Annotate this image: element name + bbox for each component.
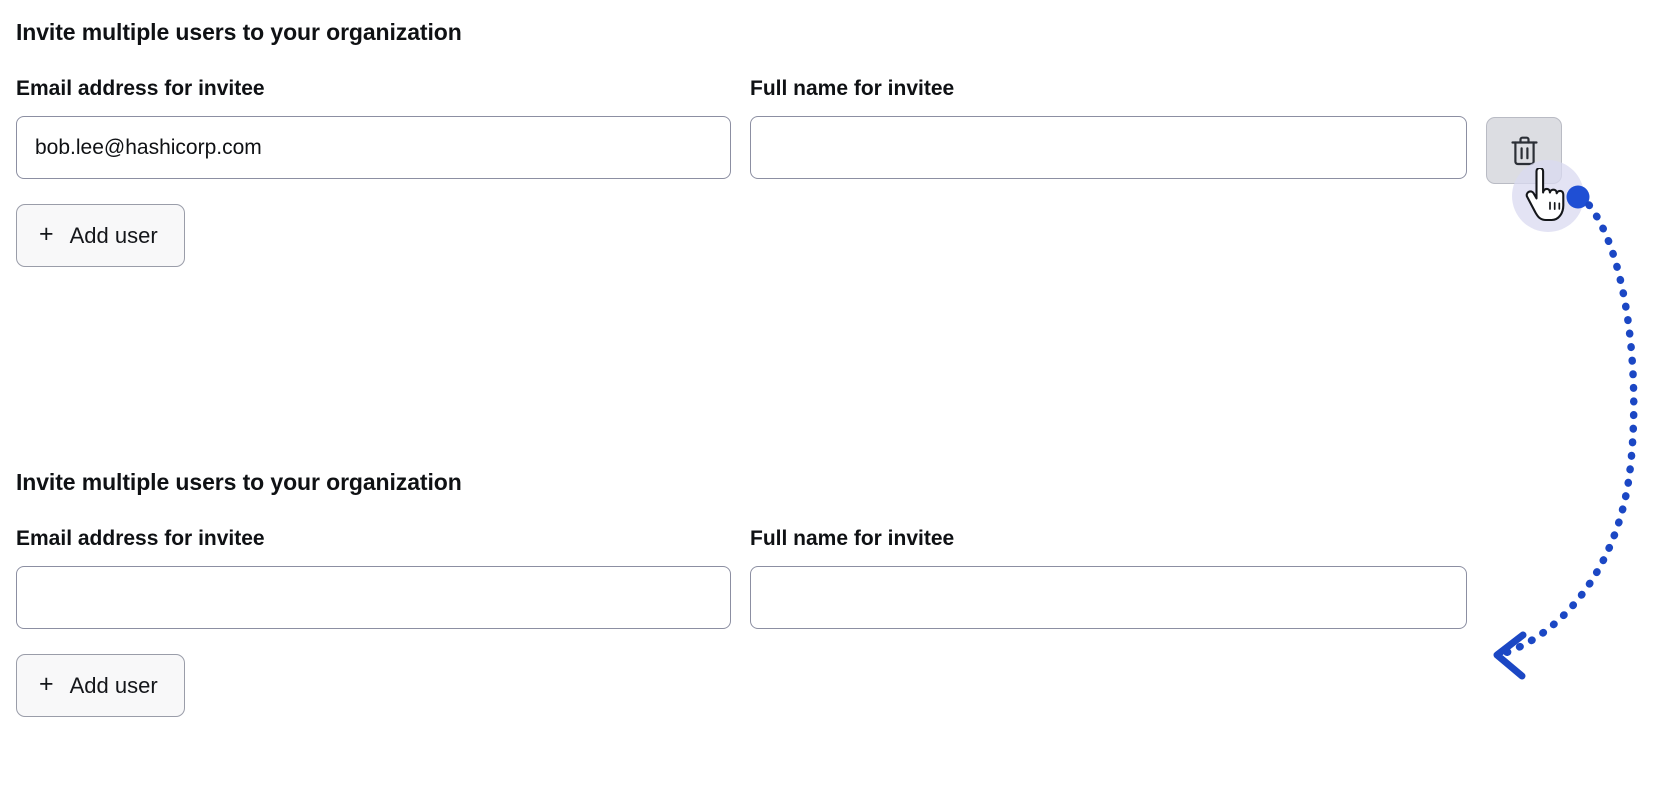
invitee-field-row-2: Email address for invitee Full name for … — [16, 526, 1467, 629]
invitee-field-row: Email address for invitee Full name for … — [16, 76, 1562, 184]
add-user-button-label-2: Add user — [69, 672, 158, 698]
annotation-arrowhead — [1493, 631, 1527, 680]
full-name-input-2[interactable] — [750, 566, 1467, 629]
full-name-field-label: Full name for invitee — [750, 77, 955, 100]
full-name-field-group: Full name for invitee — [750, 76, 1467, 179]
annotation-start-dot — [1566, 185, 1590, 209]
email-input-2[interactable] — [16, 566, 731, 629]
invite-section-1: Invite multiple users to your organizati… — [16, 18, 1562, 267]
email-field-label-2: Email address for invitee — [16, 527, 265, 550]
email-field-group: Email address for invitee — [16, 76, 731, 179]
add-user-button-2[interactable]: + Add user — [16, 654, 185, 717]
plus-icon-2: + — [39, 670, 54, 698]
full-name-field-group-2: Full name for invitee — [750, 526, 1467, 629]
plus-icon: + — [39, 220, 54, 248]
email-input[interactable] — [16, 116, 731, 179]
invite-section-2: Invite multiple users to your organizati… — [16, 468, 1467, 717]
page-title: Invite multiple users to your organizati… — [16, 19, 462, 45]
email-field-label: Email address for invitee — [16, 77, 265, 100]
add-user-button-label: Add user — [69, 222, 158, 248]
page-title-2: Invite multiple users to your organizati… — [16, 469, 462, 495]
trash-icon — [1509, 134, 1540, 167]
delete-invitee-button[interactable] — [1486, 117, 1562, 184]
add-user-button[interactable]: + Add user — [16, 204, 185, 267]
full-name-field-label-2: Full name for invitee — [750, 527, 955, 550]
annotation-arrow-path — [1501, 201, 1638, 657]
full-name-input[interactable] — [750, 116, 1467, 179]
email-field-group-2: Email address for invitee — [16, 526, 731, 629]
